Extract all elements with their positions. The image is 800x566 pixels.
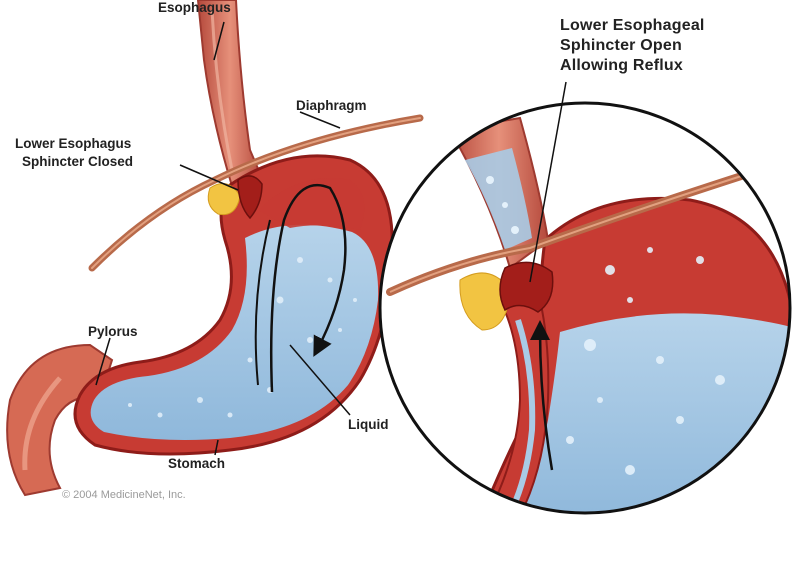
magnifier-ring [378,101,792,515]
label-liquid: Liquid [348,417,389,432]
label-les-open-line3: Allowing Reflux [560,57,683,74]
label-les-open-line2: Sphincter Open [560,37,682,54]
sphincter-open [499,261,554,313]
label-diaphragm: Diaphragm [296,98,367,113]
reflux-arrow [530,320,554,471]
stomach-liquid [90,224,379,440]
label-les-closed-line2: Sphincter Closed [22,154,134,169]
copyright-notice: © 2004 MedicineNet, Inc. [62,489,186,501]
flow-arrow [269,183,347,393]
sphincter-closed [237,175,263,220]
label-les-open-line1: Lower Esophageal [560,17,705,34]
magnified-view [378,101,792,515]
label-les-closed-line1: Lower Esophagus [15,136,132,151]
duodenum [6,343,114,497]
label-pylorus: Pylorus [88,324,138,339]
fat-pad-right [459,272,511,331]
label-esophagus: Esophagus [158,0,231,15]
stomach-illustration [6,0,424,497]
leader-lines [95,21,567,456]
fat-pad-left [207,183,241,216]
label-stomach: Stomach [168,456,226,471]
